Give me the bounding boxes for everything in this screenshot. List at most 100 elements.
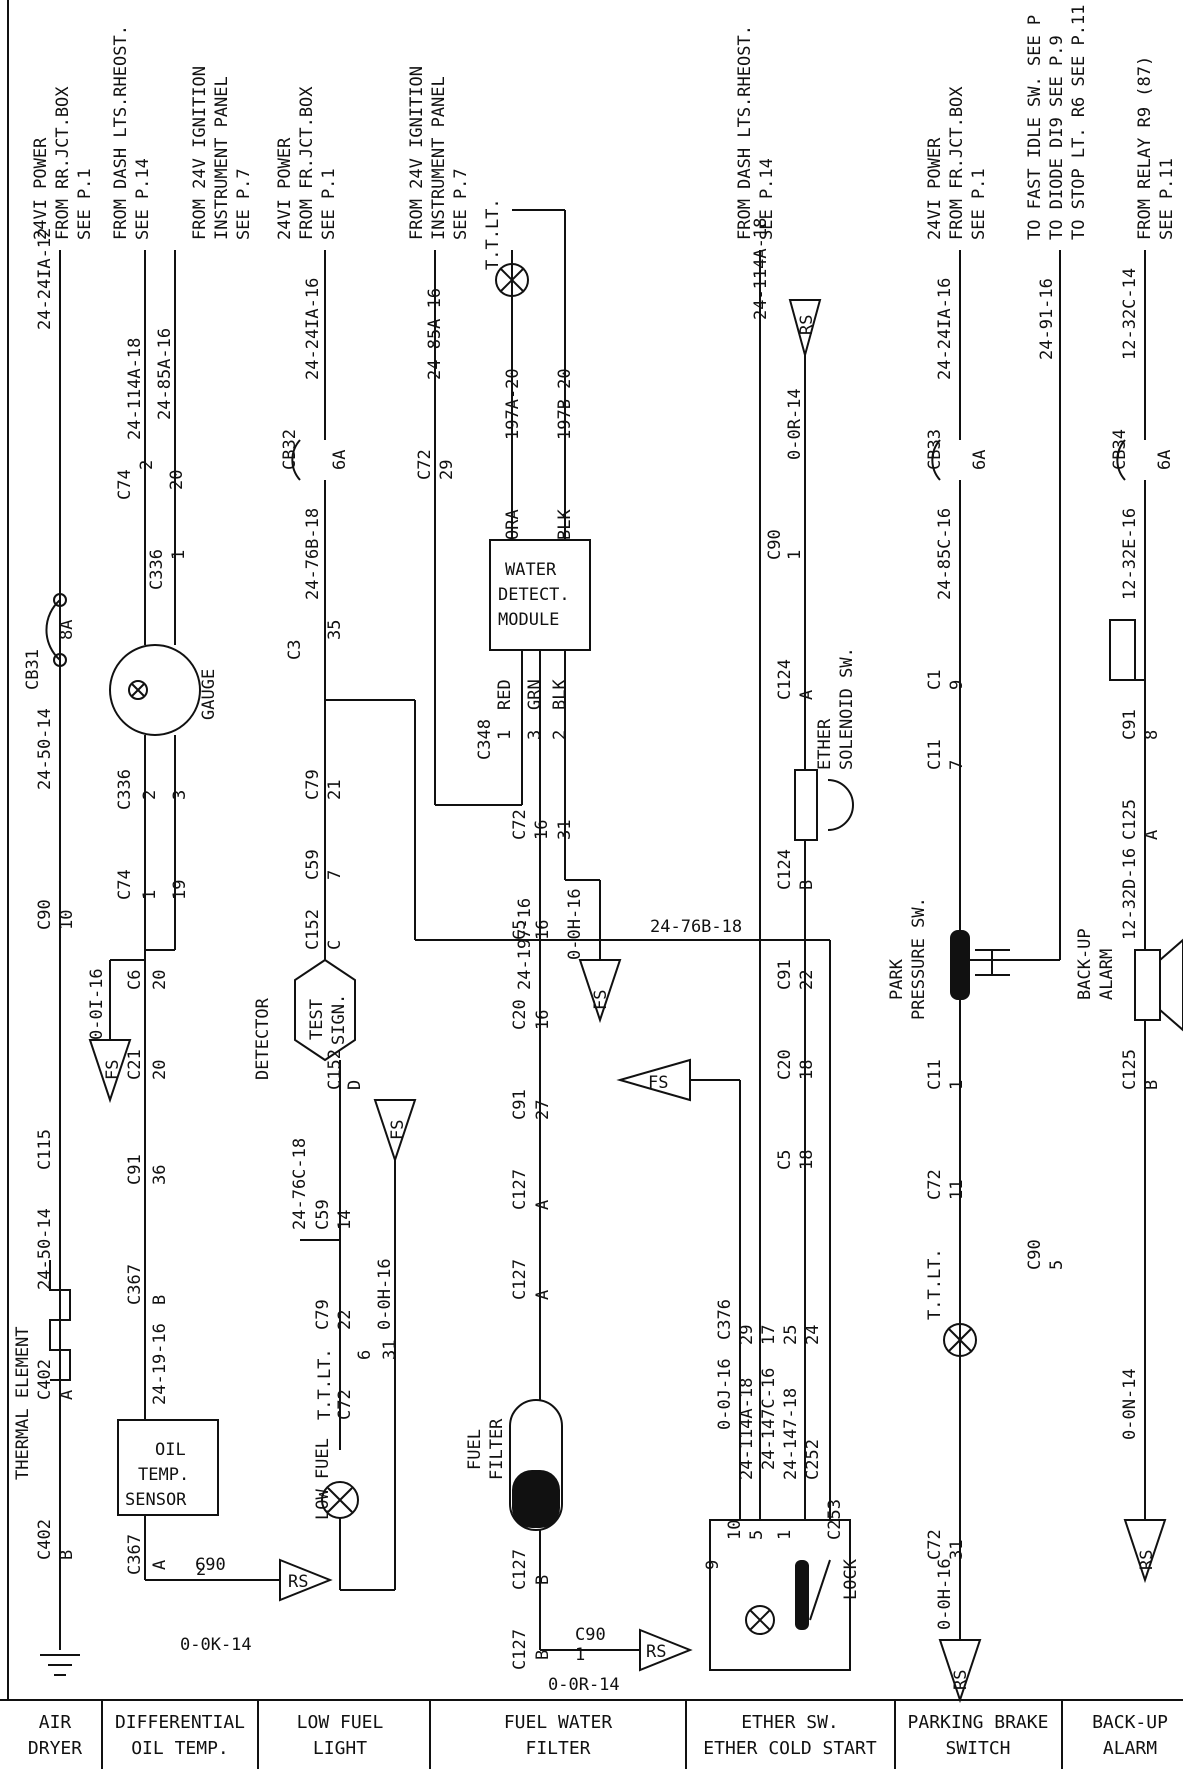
svg-text:RS: RS [1137, 1550, 1157, 1570]
svg-text:16: 16 [533, 920, 553, 940]
svg-text:C79: C79 [313, 1299, 333, 1330]
svg-text:8A: 8A [57, 620, 77, 640]
svg-text:C127: C127 [510, 1169, 530, 1210]
svg-text:C90: C90 [1025, 1239, 1045, 1270]
svg-text:24-197-16: 24-197-16 [515, 898, 535, 990]
svg-text:B: B [797, 880, 817, 890]
circuit-subtitle: LIGHT [313, 1738, 367, 1759]
svg-text:5: 5 [1047, 1260, 1067, 1270]
circuit-title: AIR [39, 1712, 72, 1733]
svg-text:C115: C115 [35, 1129, 55, 1170]
svg-text:C124: C124 [775, 849, 795, 890]
svg-text:RS: RS [646, 1642, 666, 1662]
water-detect-module [489, 539, 591, 651]
circuit-subtitle: OIL TEMP. [131, 1738, 229, 1759]
svg-text:CB31: CB31 [23, 649, 43, 690]
svg-text:B: B [533, 1575, 553, 1585]
circuit-parking-brake-switch: PARKING BRAKE SWITCH 24-24IA-16 24-91-16… [887, 5, 1089, 1759]
svg-text:24-147-18: 24-147-18 [781, 1388, 801, 1480]
svg-text:12-32C-14: 12-32C-14 [1120, 268, 1140, 360]
svg-text:C74: C74 [115, 869, 135, 900]
lamp-icon [943, 1323, 977, 1357]
fs-ground-icon [616, 1058, 691, 1102]
svg-text:T.T.LT.: T.T.LT. [315, 1348, 335, 1420]
svg-text:7: 7 [325, 870, 345, 880]
svg-text:14: 14 [335, 1210, 355, 1230]
svg-text:C21: C21 [125, 1049, 145, 1080]
source-note: 24VI POWER [275, 137, 295, 240]
svg-text:C90: C90 [765, 529, 785, 560]
svg-text:24-76B-18: 24-76B-18 [303, 508, 323, 600]
svg-text:24-76B-18: 24-76B-18 [650, 917, 742, 937]
svg-text:20: 20 [150, 970, 170, 990]
svg-text:B: B [1142, 1080, 1162, 1090]
svg-text:C11: C11 [925, 739, 945, 770]
svg-text:6: 6 [355, 1350, 375, 1360]
lamp-icon [745, 1605, 775, 1635]
svg-text:GRN: GRN [525, 679, 545, 710]
svg-text:1: 1 [575, 1645, 585, 1665]
svg-text:24-24IA-16: 24-24IA-16 [303, 278, 323, 380]
svg-text:C11: C11 [925, 1059, 945, 1090]
svg-text:SEE P.1: SEE P.1 [969, 168, 989, 240]
svg-text:24-76C-18: 24-76C-18 [290, 1138, 310, 1230]
circuit-title: FUEL WATER [504, 1712, 613, 1733]
circuit-subtitle: SWITCH [945, 1738, 1010, 1759]
svg-text:A: A [150, 1560, 170, 1570]
svg-text:SEE P.7: SEE P.7 [234, 168, 254, 240]
svg-text:C90: C90 [35, 899, 55, 930]
svg-text:B: B [150, 1295, 170, 1305]
svg-text:C72: C72 [925, 1169, 945, 1200]
svg-text:24-114A-18: 24-114A-18 [751, 218, 771, 320]
source-note: FROM 24V IGNITION [407, 66, 427, 240]
svg-text:22: 22 [335, 1310, 355, 1330]
svg-text:C6: C6 [125, 970, 145, 990]
svg-text:C72: C72 [335, 1389, 355, 1420]
svg-text:T.T.LT.: T.T.LT. [925, 1248, 945, 1320]
svg-text:FS: FS [103, 1060, 123, 1080]
svg-text:C91: C91 [125, 1154, 145, 1185]
source-note: 24VI POWER [925, 137, 945, 240]
svg-text:TO STOP LT. R6 SEE P.11: TO STOP LT. R6 SEE P.11 [1069, 5, 1089, 240]
svg-text:ALARM: ALARM [1097, 949, 1117, 1000]
svg-text:C367: C367 [125, 1534, 145, 1575]
svg-text:31: 31 [380, 1340, 400, 1360]
svg-text:C125: C125 [1120, 799, 1140, 840]
svg-text:0-0H-16: 0-0H-16 [935, 1558, 955, 1630]
svg-text:C90: C90 [195, 1555, 226, 1575]
svg-text:ETHER: ETHER [815, 718, 835, 770]
svg-text:A: A [533, 1200, 553, 1210]
svg-text:31: 31 [947, 1540, 967, 1560]
svg-text:29: 29 [737, 1325, 757, 1345]
svg-text:DETECTOR: DETECTOR [253, 997, 273, 1080]
svg-text:C91: C91 [510, 1089, 530, 1120]
svg-text:18: 18 [797, 1060, 817, 1080]
svg-text:C253: C253 [825, 1499, 845, 1540]
circuit-subtitle: ALARM [1103, 1738, 1157, 1759]
circuit-low-fuel-light: LOW FUEL LIGHT 24-24IA-16 CB32 6A C3 24-… [253, 86, 830, 1759]
rs-ground-icon [639, 1628, 693, 1672]
svg-text:C152: C152 [303, 909, 323, 950]
svg-text:C127: C127 [510, 1549, 530, 1590]
svg-text:0-0K-14: 0-0K-14 [180, 1635, 252, 1655]
svg-text:20: 20 [150, 1060, 170, 1080]
svg-text:1: 1 [140, 890, 160, 900]
circuit-back-up-alarm: BACK-UP ALARM 12-32C-14 CB34 6A 12-32E-1… [1075, 56, 1183, 1759]
circuit-fuel-water-filter: FUEL WATER FILTER 24-85A-16 C72 29 T.T.L… [407, 66, 742, 1759]
svg-text:C74: C74 [115, 469, 135, 500]
svg-text:TO DIODE DI9 SEE P.9: TO DIODE DI9 SEE P.9 [1047, 35, 1067, 240]
svg-text:1: 1 [775, 1530, 795, 1540]
svg-text:24-114A-18: 24-114A-18 [737, 1378, 757, 1480]
svg-text:12-32E-16: 12-32E-16 [1120, 508, 1140, 600]
svg-text:20: 20 [167, 470, 187, 490]
svg-text:C79: C79 [303, 769, 323, 800]
svg-text:FROM RR.JCT.BOX: FROM RR.JCT.BOX [53, 86, 73, 240]
svg-text:24-147C-16: 24-147C-16 [759, 1368, 779, 1470]
svg-text:17: 17 [759, 1325, 779, 1345]
svg-text:29: 29 [437, 460, 457, 480]
svg-text:3: 3 [525, 730, 545, 740]
svg-text:FS: FS [648, 1073, 668, 1093]
svg-text:16: 16 [533, 1010, 553, 1030]
